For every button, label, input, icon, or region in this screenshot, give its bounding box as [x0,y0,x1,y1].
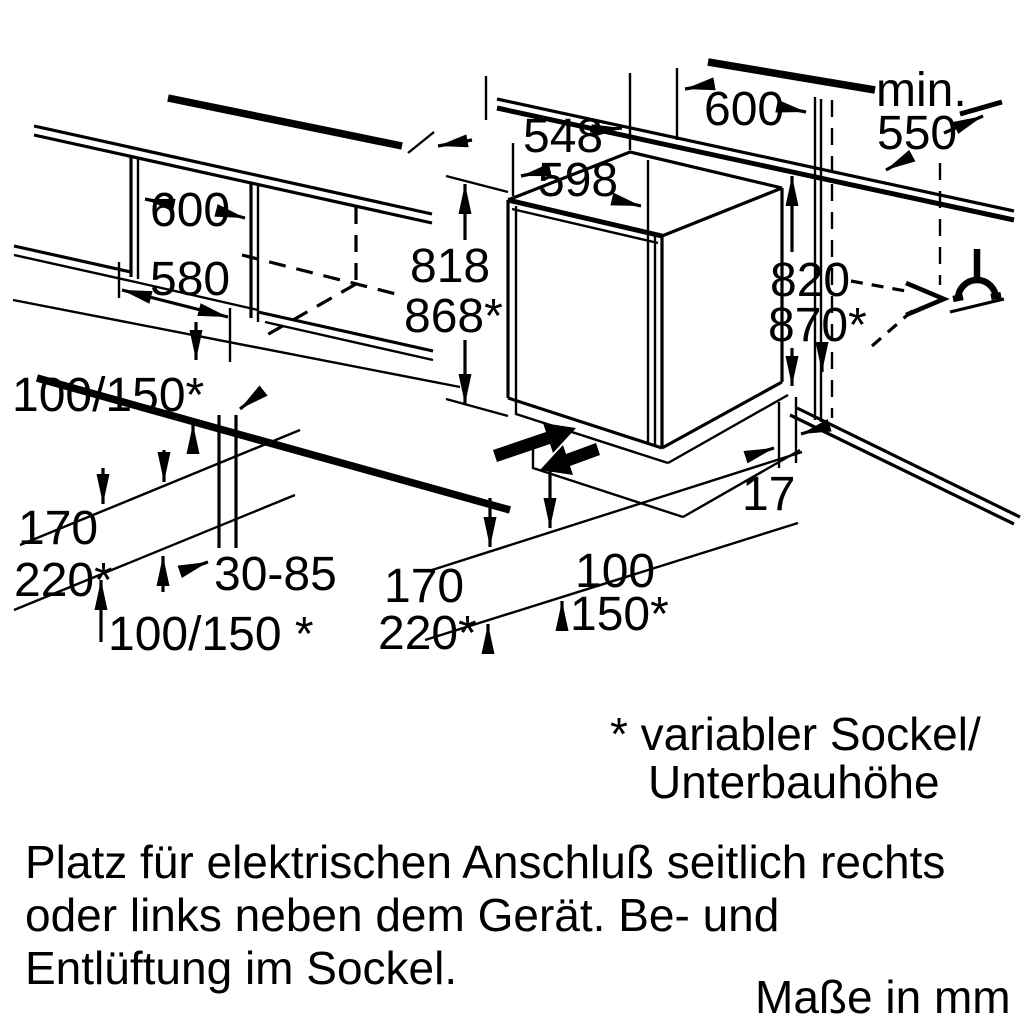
left-170-label: 170 [18,502,98,555]
right-170-label: 170 [384,560,464,613]
rear-gap-17-label: 17 [742,468,795,521]
depth-548-label: 548 [523,110,603,163]
units-note: Maße in mm [755,971,1011,1023]
footnote-line1: * variabler Sockel/ [610,708,981,760]
height-818-label: 818 [410,240,490,293]
right-100-label: 100 [575,545,655,598]
left-plinth-lower-label: 100/150 * [108,608,314,661]
airflow-out-arrow [540,443,600,475]
left-inner-width-label: 580 [150,253,230,306]
power-plug-icon [952,249,1002,303]
height-868-label: 868* [404,290,503,343]
right-220-label: 220* [378,607,477,660]
worktop-top-line-right [496,97,1015,213]
note-line3: Entlüftung im Sockel. [25,942,457,994]
left-niche-width-label: 600 [150,184,230,237]
right-diagram: 548 598 600 min. 550 [378,58,1021,660]
worktop-front-line-right [496,105,1015,223]
right-niche-width-label: 600 [704,83,784,136]
left-plinth-upper-label: 100/150* [12,369,204,422]
worktop-top-line [33,124,433,216]
wall-edge-line-right [707,58,876,94]
footnote: * variabler Sockel/ Unterbauhöhe [610,708,981,808]
footnote-line2: Unterbauhöhe [648,756,940,808]
niche-height-870-label: 870* [768,299,867,352]
wall-edge-line [167,94,403,150]
floor-line [35,374,512,514]
note-line1: Platz für elektrischen Anschluß seitlich… [25,836,945,888]
airflow-in-arrow [493,423,576,462]
left-foot-range-label: 30-85 [214,548,337,601]
note-line2: oder links neben dem Gerät. Be- und [25,889,779,941]
worktop-bottom-line [33,133,433,225]
appliance-box [506,150,801,519]
niche-height-820-label: 820 [770,254,850,307]
measure-note: Platz für elektrischen Anschluß seitlich… [25,836,945,994]
left-220-label: 220* [14,554,113,607]
left-diagram: 600 580 100/150* 170 220* 30-85 100/150 … [12,94,512,661]
right-150-label: 150* [570,588,669,641]
min-label: min. [876,64,967,117]
